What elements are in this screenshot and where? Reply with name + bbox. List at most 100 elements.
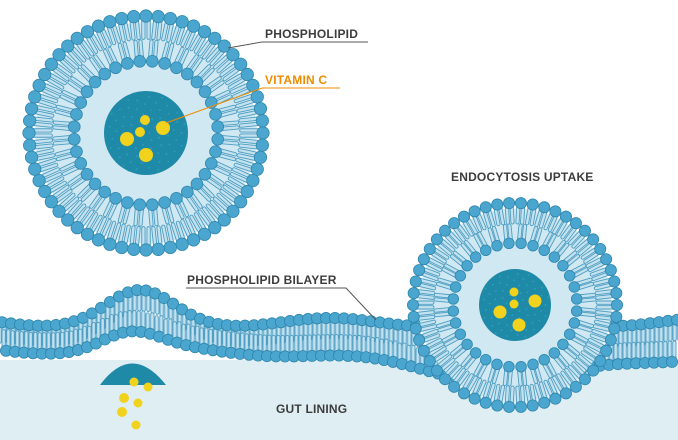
phospholipid-molecule-icon: [503, 197, 516, 225]
phospholipid-molecule-icon: [557, 250, 581, 272]
vitamin-c-particle-icon: [133, 398, 143, 408]
phospholipid-molecule-icon: [449, 250, 473, 272]
phospholipid-molecule-icon: [305, 334, 318, 362]
vitamin-c-particle-icon: [509, 299, 519, 309]
phospholipid-molecule-icon: [391, 318, 404, 347]
phospholipid-molecule-icon: [441, 263, 467, 282]
phospholipid-molecule-icon: [560, 367, 582, 393]
phospholipid-molecule-icon: [126, 309, 139, 338]
phospholipid-molecule-icon: [567, 224, 591, 249]
phospholipid-molecule-icon: [242, 333, 255, 361]
phospholipid-molecule-icon: [269, 334, 282, 363]
phospholipid-molecule-icon: [103, 15, 122, 46]
phospholipid-molecule-icon: [28, 90, 59, 109]
vitamin-c-particle-icon: [493, 305, 507, 319]
phospholipid-molecule-icon: [197, 31, 222, 60]
phospholipid-molecule-icon: [626, 319, 639, 347]
phospholipid-molecule-icon: [552, 210, 573, 237]
phospholipid-molecule-icon: [198, 76, 225, 98]
phospholipid-molecule-icon: [538, 353, 557, 379]
phospholipid-molecule-icon: [77, 64, 102, 89]
phospholipid-molecule-icon: [487, 358, 503, 384]
phospholipid-molecule-icon: [400, 319, 413, 347]
phospholipid-molecule-icon: [433, 292, 460, 305]
phospholipid-molecule-icon: [158, 196, 175, 225]
phospholipid-molecule-icon: [38, 176, 67, 199]
vitamin-c-particle-icon: [119, 393, 129, 403]
phospholipid-molecule-icon: [635, 318, 648, 346]
phospholipid-molecule-icon: [671, 313, 678, 342]
vitamin-c-particle-icon: [139, 148, 153, 162]
phospholipid-molecule-icon: [355, 314, 368, 342]
phospholipid-molecule-icon: [212, 48, 240, 74]
phospholipid-molecule-icon: [152, 315, 165, 343]
phospholipid-molecule-icon: [61, 199, 87, 227]
phospholipid-molecule-icon: [448, 367, 470, 393]
phospholipid-molecule-icon: [80, 212, 103, 241]
vitamin-c-particle-icon: [156, 121, 170, 135]
phospholipid-molecule-icon: [430, 354, 456, 377]
phospholipid-molecule-icon: [563, 328, 589, 347]
phospholipid-molecule-icon: [38, 67, 67, 90]
phospholipid-molecule-icon: [99, 317, 112, 346]
phospholipid-molecule-icon: [548, 239, 570, 263]
phospholipid-molecule-icon: [666, 340, 678, 368]
phospholipid-molecule-icon: [314, 334, 327, 362]
phospholipid-molecule-icon: [503, 385, 516, 413]
phospholipid-molecule-icon: [538, 231, 557, 257]
phospholipid-molecule-icon: [423, 346, 450, 368]
phospholipid-molecule-icon: [67, 76, 94, 98]
phospholipid-molecule-icon: [181, 185, 203, 212]
phospholipid-molecule-icon: [479, 381, 496, 409]
vitamin-c-leader-line: [165, 87, 340, 124]
vitamin-c-particle-icon: [129, 377, 139, 387]
vitamin-c-particle-icon: [140, 115, 150, 125]
phospholipid-molecule-icon: [81, 325, 94, 354]
phospholipid-molecule-icon: [212, 192, 240, 218]
phospholipid-molecule-icon: [170, 15, 189, 46]
vitamin-c-particle-icon: [131, 420, 141, 430]
phospholipid-molecule-icon: [127, 225, 141, 256]
phospholipid-molecule-icon: [592, 275, 621, 291]
phospholipid-molecule-icon: [552, 373, 573, 400]
gut-lining-label: GUT LINING: [276, 402, 348, 416]
liposome-endocytosis: [406, 197, 624, 413]
phospholipid-molecule-icon: [52, 132, 81, 146]
phospholipid-molecule-icon: [296, 334, 309, 363]
phospholipid-molecule-icon: [527, 226, 543, 252]
phospholipid-molecule-icon: [170, 46, 190, 75]
phospholipid-molecule-icon: [233, 90, 264, 109]
phospholipid-molecule-icon: [251, 334, 264, 362]
phospholipid-molecule-icon: [238, 138, 269, 152]
phospholipid-molecule-icon: [161, 11, 177, 43]
phospholipid-molecule-icon: [323, 334, 336, 362]
phospholipid-molecule-icon: [439, 361, 463, 386]
phospholipid-molecule-icon: [211, 120, 240, 134]
phospholipid-molecule-icon: [568, 277, 594, 293]
phospholipid-molecule-icon: [436, 317, 462, 333]
phospholipid-molecule-icon: [215, 330, 228, 358]
phospholipid-molecule-icon: [430, 233, 456, 256]
phospholipid-molecule-icon: [570, 305, 597, 318]
phospholipid-molecule-icon: [91, 19, 112, 50]
phospholipid-molecule-icon: [117, 41, 134, 70]
phospholipid-molecule-icon: [364, 315, 377, 343]
endocytosis-label: ENDOCYTOSIS UPTAKE: [451, 170, 594, 184]
phospholipid-molecule-icon: [145, 39, 159, 68]
phospholipid-molecule-icon: [589, 328, 617, 346]
phospholipid-molecule-icon: [197, 327, 210, 355]
phospholipid-molecule-icon: [139, 9, 153, 40]
phospholipid-molecule-icon: [211, 132, 240, 146]
phospholipid-molecule-icon: [157, 292, 170, 320]
phospholipid-molecule-icon: [45, 332, 58, 360]
phospholipid-molecule-icon: [233, 157, 264, 176]
phospholipid-molecule-icon: [115, 11, 131, 43]
phospholipid-molecule-icon: [460, 239, 482, 263]
phospholipid-bilayer: [0, 284, 678, 388]
phospholipid-molecule-icon: [409, 319, 438, 335]
phospholipid-molecule-icon: [441, 328, 467, 347]
phospholipid-molecule-icon: [585, 337, 613, 357]
phospholipid-molecule-icon: [468, 377, 487, 405]
phospholipid-molecule-icon: [145, 198, 159, 227]
phospholipid-molecule-icon: [52, 192, 80, 218]
